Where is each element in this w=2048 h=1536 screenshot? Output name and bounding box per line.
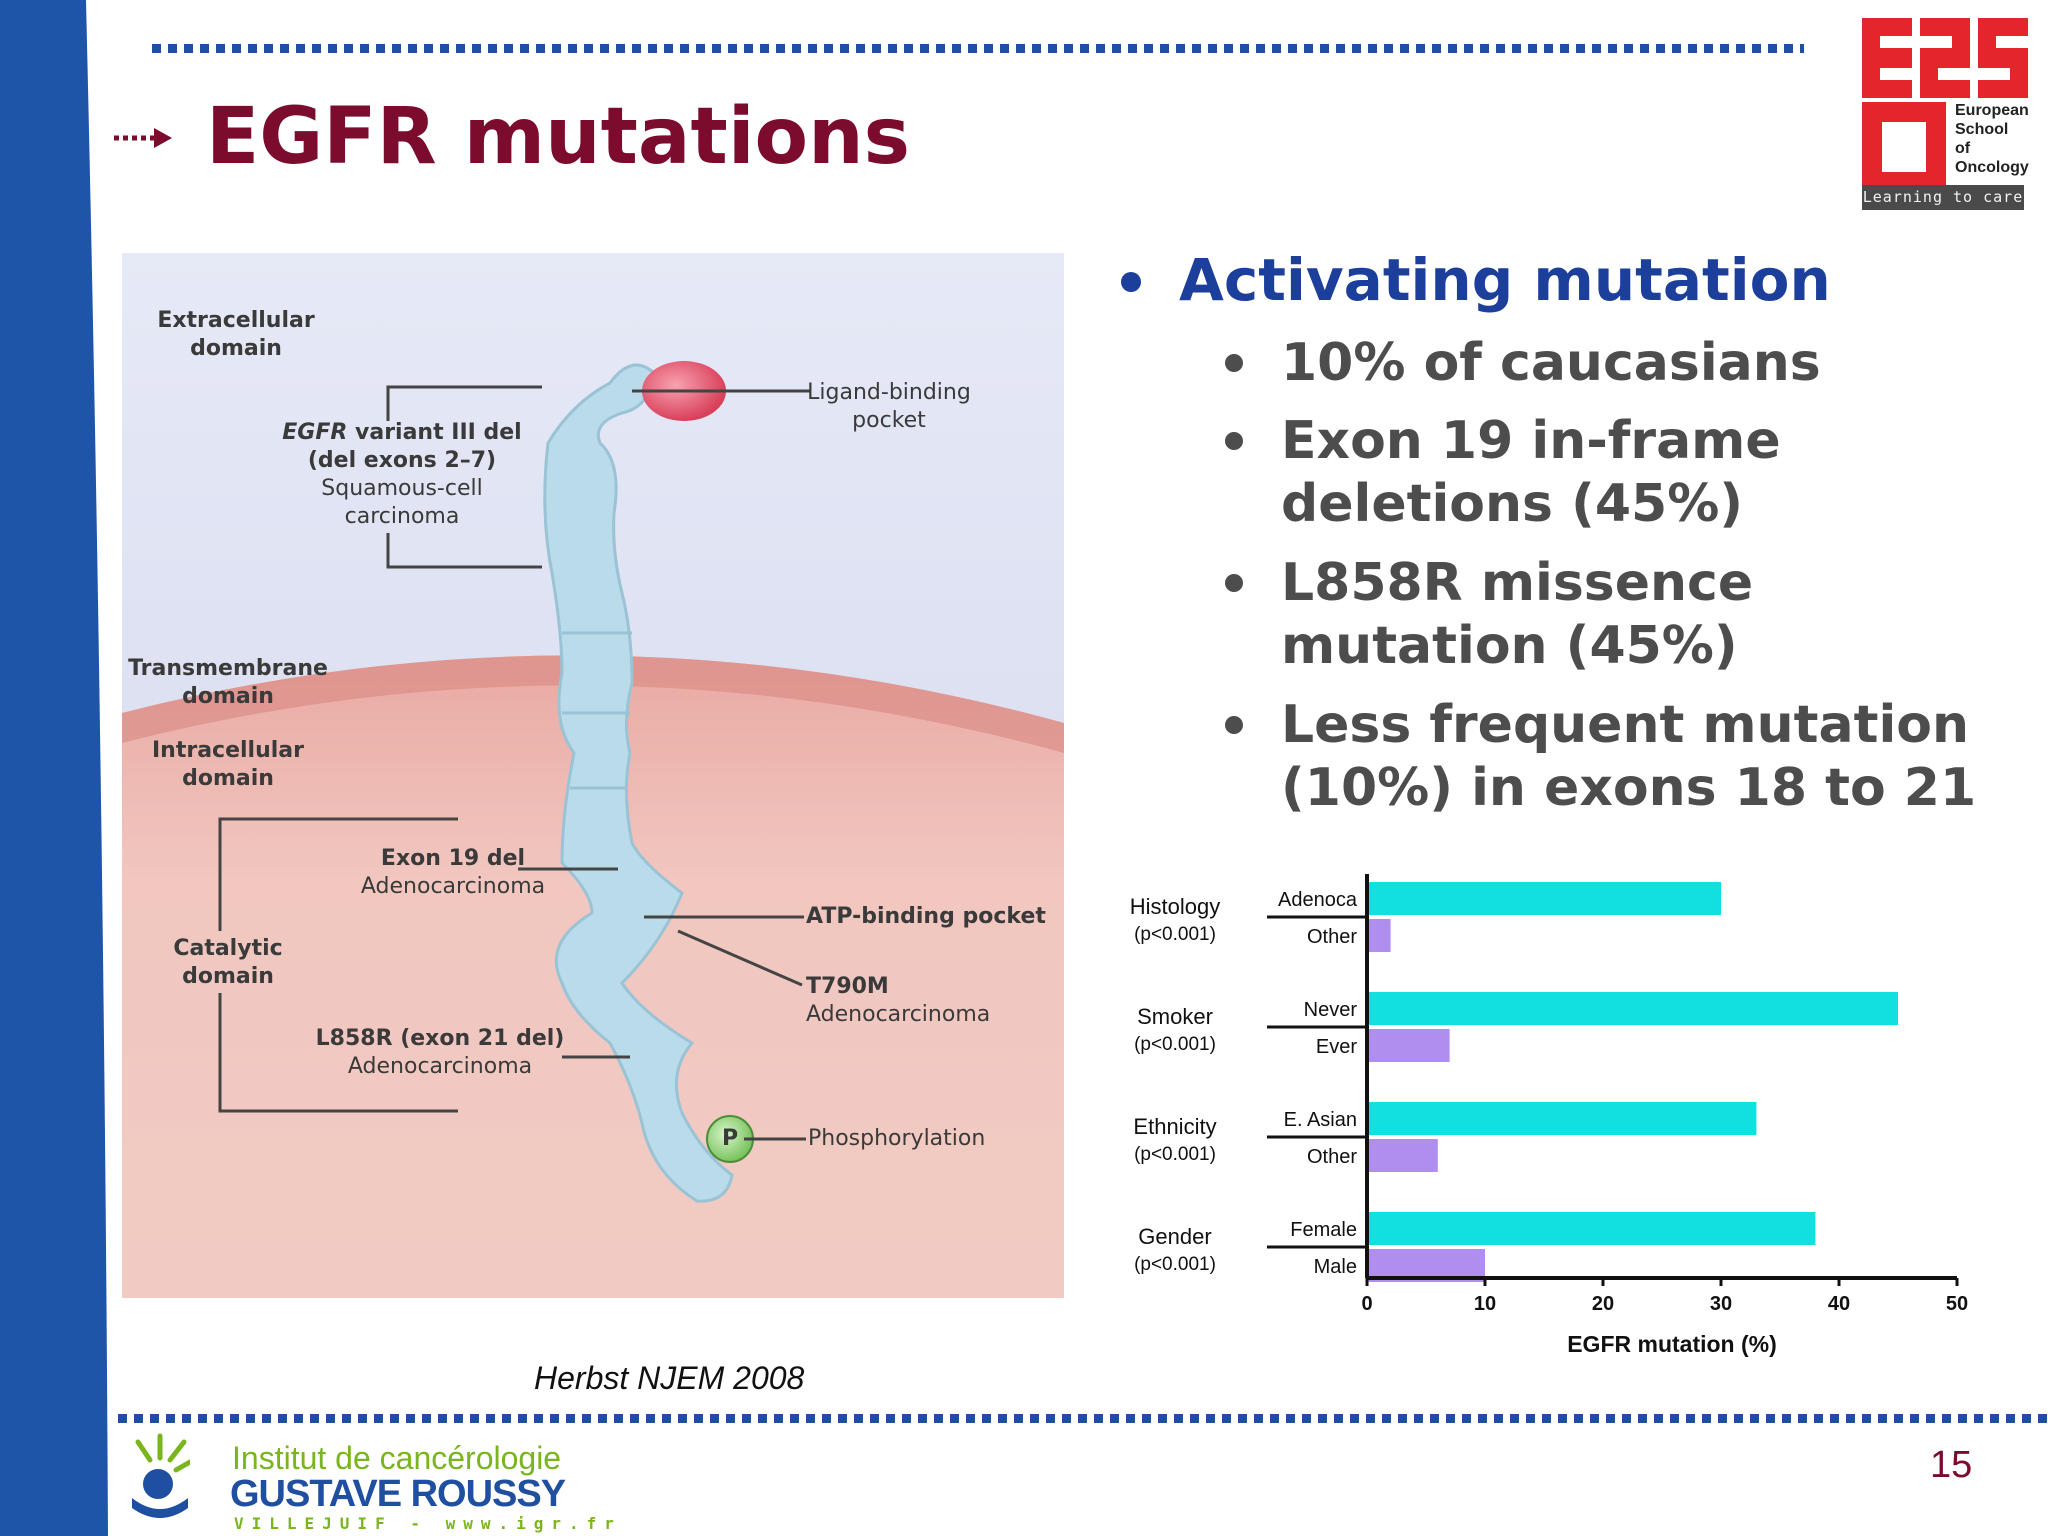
sub-bullet-dot: [1225, 574, 1243, 592]
chart-x-tick-label: 10: [1474, 1293, 1496, 1315]
chart-bar: [1367, 919, 1391, 952]
chart-bar-label: Other: [1307, 1146, 1357, 1168]
chart-group-label: Histology: [1130, 894, 1220, 919]
slide-title: EGFR mutations: [206, 92, 911, 182]
chart-bar-label: Never: [1304, 999, 1358, 1021]
chart-x-tick-label: 40: [1828, 1293, 1850, 1315]
bottom-dotted-divider: [118, 1414, 2048, 1423]
chart-group-pvalue: (p<0.001): [1134, 1034, 1216, 1055]
chart-group-pvalue: (p<0.001): [1134, 924, 1216, 945]
chart-bar-label: Ever: [1316, 1036, 1357, 1058]
dashed-arrow-icon: [114, 128, 172, 148]
chart-group-pvalue: (p<0.001): [1134, 1144, 1216, 1165]
eso-logo-text: European School of Oncology: [1955, 102, 2029, 176]
chart-bar: [1367, 1102, 1757, 1135]
chart-bar: [1367, 882, 1721, 915]
chart-bar-label: Male: [1314, 1256, 1357, 1278]
footer-logo-line3: VILLEJUIF - www.igr.fr: [234, 1514, 622, 1533]
chart-x-tick-label: 50: [1946, 1293, 1968, 1315]
main-bullet: Activating mutation: [1179, 246, 1831, 314]
gustave-roussy-logo-icon: [132, 1433, 190, 1518]
sub-bullet-dot: [1225, 432, 1243, 450]
chart-x-axis-label: EGFR mutation (%): [1567, 1331, 1777, 1357]
chart-bar: [1367, 1139, 1438, 1172]
chart-x-tick-label: 20: [1592, 1293, 1614, 1315]
sub-bullet-dot: [1225, 354, 1243, 372]
chart-bar: [1367, 1212, 1816, 1245]
eso-logo-icon: [1862, 18, 2028, 192]
citation: Herbst NJEM 2008: [534, 1360, 805, 1396]
l858r-label: L858R (exon 21 del)Adenocarcinoma: [315, 1026, 565, 1079]
page-number: 15: [1930, 1444, 1973, 1486]
main-bullet-dot: [1121, 272, 1141, 292]
chart-x-tick-label: 0: [1361, 1293, 1372, 1315]
chart-group-pvalue: (p<0.001): [1134, 1254, 1216, 1275]
chart-x-tick-label: 30: [1710, 1293, 1732, 1315]
egfr-mutation-bar-chart: Histology(p<0.001)AdenocaOtherSmoker(p<0…: [1130, 874, 1968, 1357]
chart-bar-label: E. Asian: [1284, 1109, 1357, 1131]
footer-logo-line1: Institut de cancérologie: [232, 1440, 562, 1476]
eso-logo-tagline: Learning to care: [1862, 185, 2024, 210]
chart-bar-label: Adenoca: [1278, 889, 1358, 911]
chart-group-label: Smoker: [1137, 1004, 1213, 1029]
chart-group-label: Gender: [1138, 1224, 1211, 1249]
egfr-variant-label: EGFR variant III del (del exons 2–7) Squ…: [282, 420, 522, 529]
phosphorylation-label: Phosphorylation: [808, 1126, 986, 1151]
left-accent-bar: [0, 0, 108, 1536]
chart-bar: [1367, 1029, 1450, 1062]
sub-bullet-dot: [1225, 716, 1243, 734]
phospho-p-symbol: P: [721, 1126, 739, 1151]
atp-binding-label: ATP-binding pocket: [806, 904, 1046, 929]
chart-group-label: Ethnicity: [1133, 1114, 1216, 1139]
egfr-diagram-illustration: [122, 253, 1064, 1298]
chart-bar: [1367, 992, 1898, 1025]
chart-bar-label: Female: [1290, 1219, 1357, 1241]
chart-bar-label: Other: [1307, 926, 1357, 948]
top-dotted-divider: [152, 44, 1804, 53]
footer-logo-line2: GUSTAVE ROUSSY: [230, 1473, 566, 1515]
